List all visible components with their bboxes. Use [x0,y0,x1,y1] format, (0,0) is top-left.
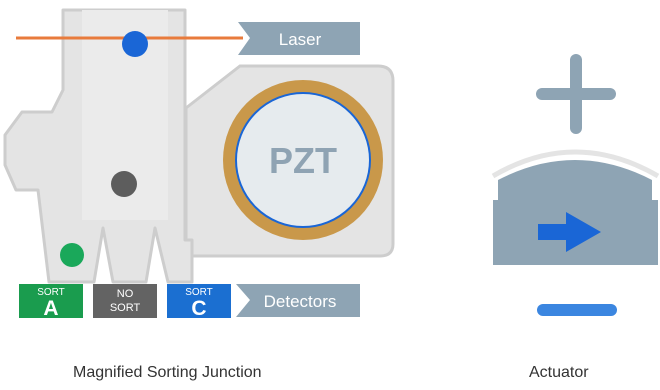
particle-green [60,243,84,267]
actuator-body [493,160,658,265]
pzt-disc [235,92,371,228]
detectors-label-tab [236,284,360,317]
actuator-membrane [491,149,660,179]
actuator-arrow-icon [538,212,601,252]
sort-box-none-main: SORT [110,302,141,314]
sort-box-c-top: SORT [185,287,213,298]
minus-sign [537,304,617,316]
caption-actuator: Actuator [529,364,589,381]
particle-gray [111,171,137,197]
pzt-label: PZT [269,140,337,181]
laser-label-tab [238,22,360,55]
plus-sign [536,54,616,134]
sort-box-none-top: NO [117,288,134,300]
sort-box-none: NO SORT [93,284,157,318]
particle-blue [122,31,148,57]
sort-box-a-top: SORT [37,287,65,298]
sort-box-a: SORT A [19,284,83,320]
sort-box-c: SORT C [167,284,231,320]
caption-sorting-junction: Magnified Sorting Junction [73,364,262,381]
sort-box-a-main: A [43,297,58,320]
laser-label: Laser [279,30,322,49]
detectors-label: Detectors [264,292,337,311]
sort-box-c-main: C [191,297,206,320]
